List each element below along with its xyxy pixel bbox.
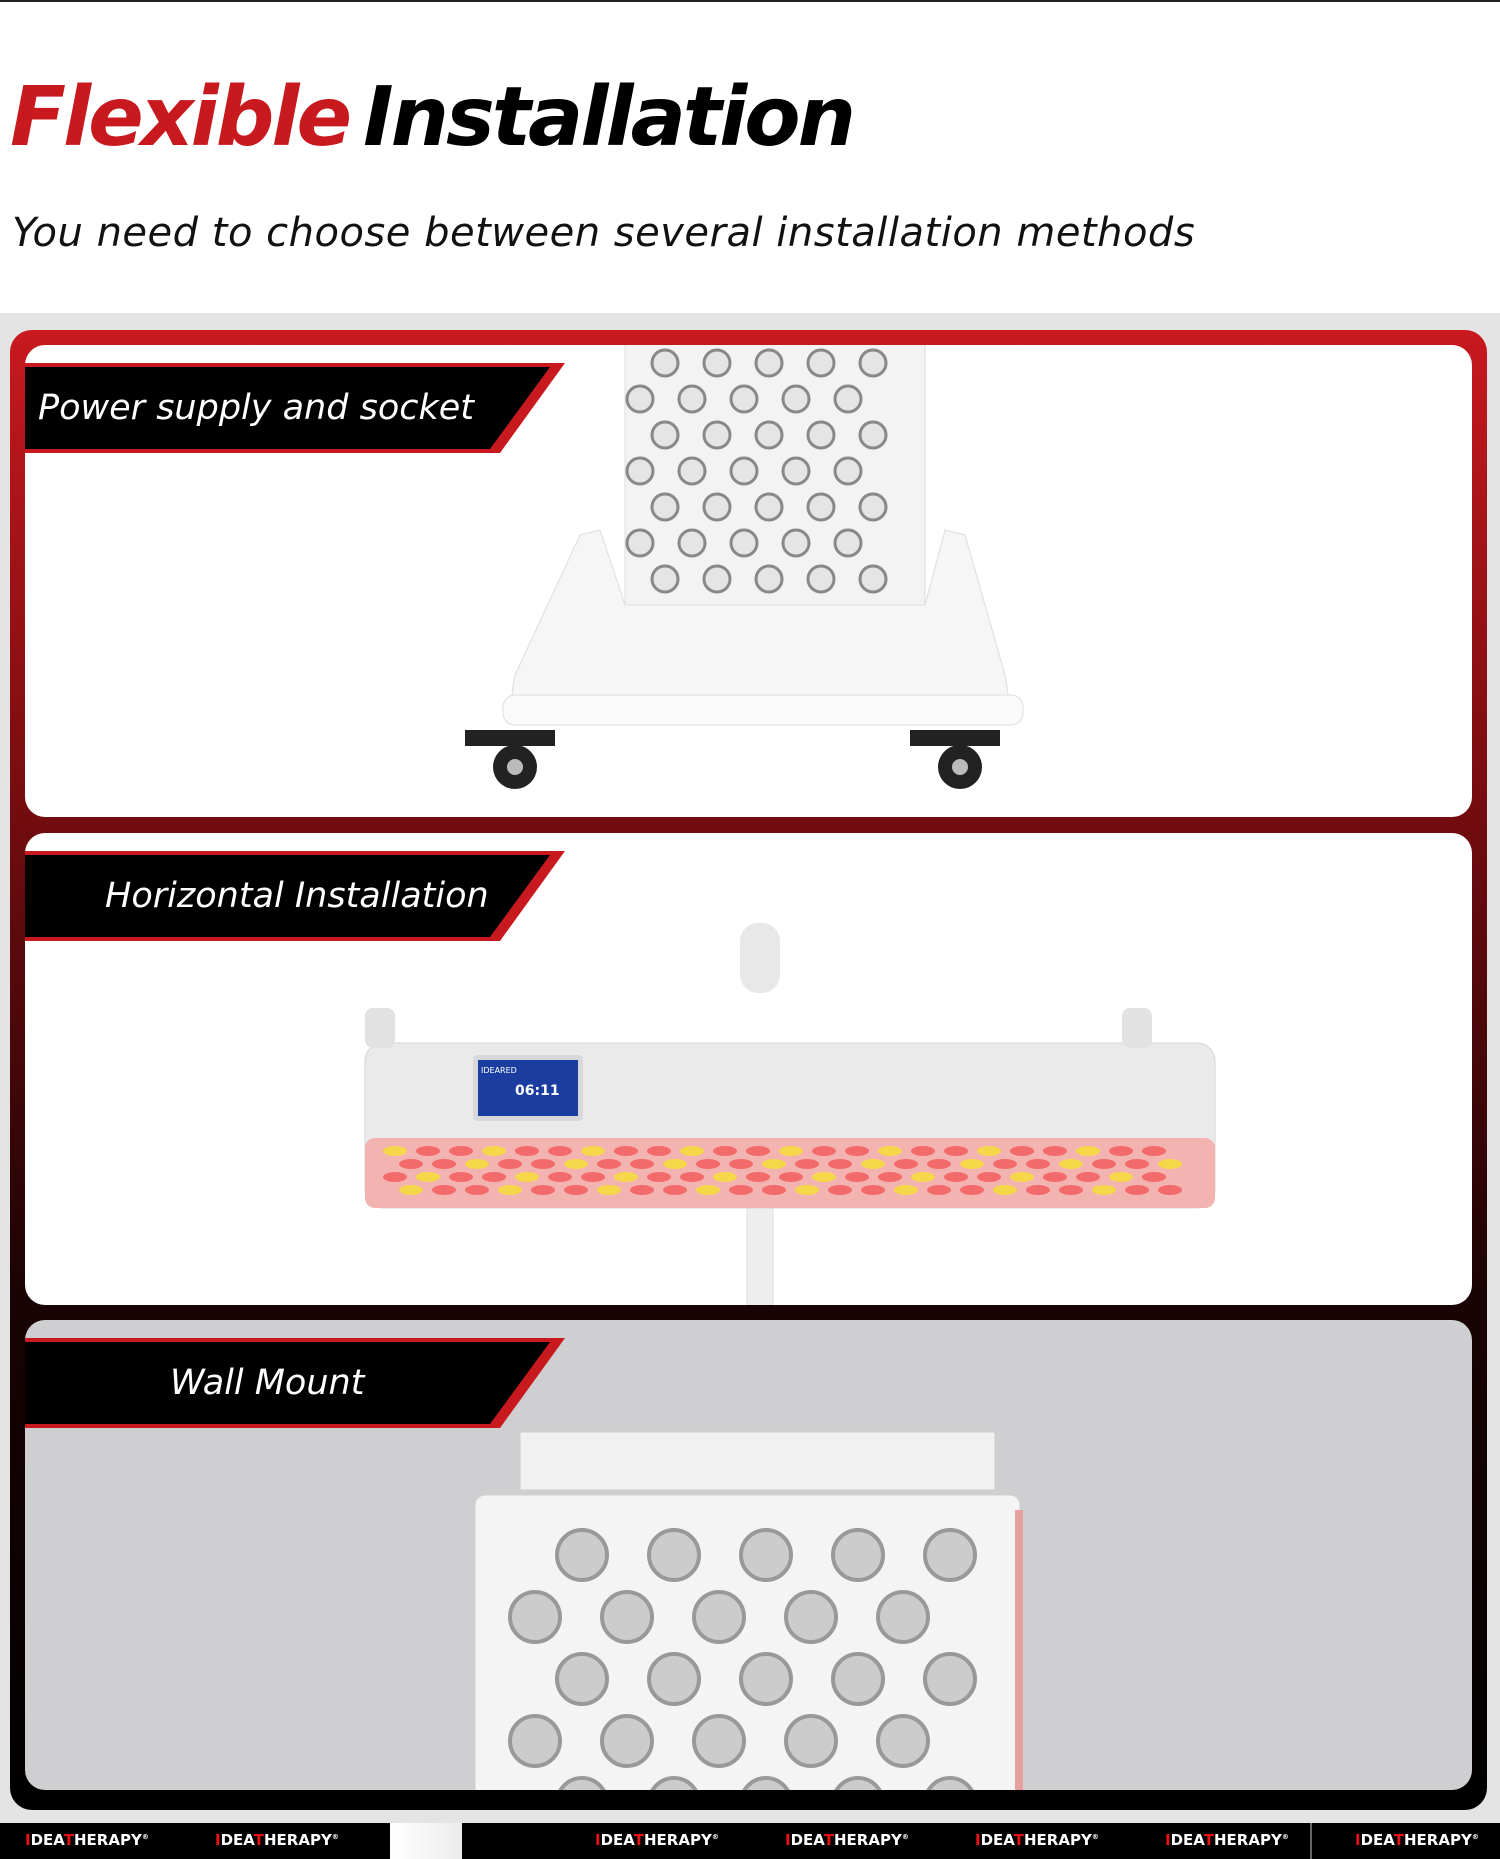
horizontal-panel-image: 06:11 IDEARED <box>364 923 1216 1305</box>
brand-logo: IDEATHERAPY® <box>785 1831 909 1849</box>
device-screen-time: 06:11 <box>515 1083 560 1099</box>
floor-stand-image <box>465 345 1024 789</box>
page-subtitle: You need to choose between several insta… <box>12 210 1196 256</box>
title-accent: Flexible <box>10 70 352 165</box>
brand-logo: IDEATHERAPY® <box>215 1831 339 1849</box>
brand-logo: IDEATHERAPY® <box>25 1831 149 1849</box>
title-main: Installation <box>363 70 856 165</box>
panel-wall-mount: Wall Mount <box>25 1320 1472 1790</box>
panel-label: Power supply and socket <box>38 388 474 428</box>
panel-power-supply: Power supply and socket <box>25 345 1472 817</box>
panel-label: Horizontal Installation <box>105 876 489 916</box>
label-banner: Power supply and socket <box>25 363 565 453</box>
panel-label: Wall Mount <box>170 1363 365 1403</box>
top-border <box>0 0 1500 2</box>
strip-gap <box>390 1823 462 1859</box>
brand-strip: IDEATHERAPY® IDEATHERAPY® IDEATHERAPY® IDEA… <box>0 1823 1500 1859</box>
label-banner: Wall Mount <box>25 1338 565 1428</box>
panel-horizontal: 06:11 IDEARED Horizontal Installation <box>25 833 1472 1305</box>
brand-logo: IDEATHERAPY® <box>1165 1831 1289 1849</box>
brand-logo: IDEATHERAPY® <box>1355 1831 1479 1849</box>
strip-divider <box>1310 1823 1312 1859</box>
device-screen-brand: IDEARED <box>481 1066 517 1075</box>
brand-logo: IDEATHERAPY® <box>595 1831 719 1849</box>
brand-logo: IDEATHERAPY® <box>975 1831 1099 1849</box>
label-banner: Horizontal Installation <box>25 851 565 941</box>
wall-mount-image <box>474 1431 1023 1790</box>
